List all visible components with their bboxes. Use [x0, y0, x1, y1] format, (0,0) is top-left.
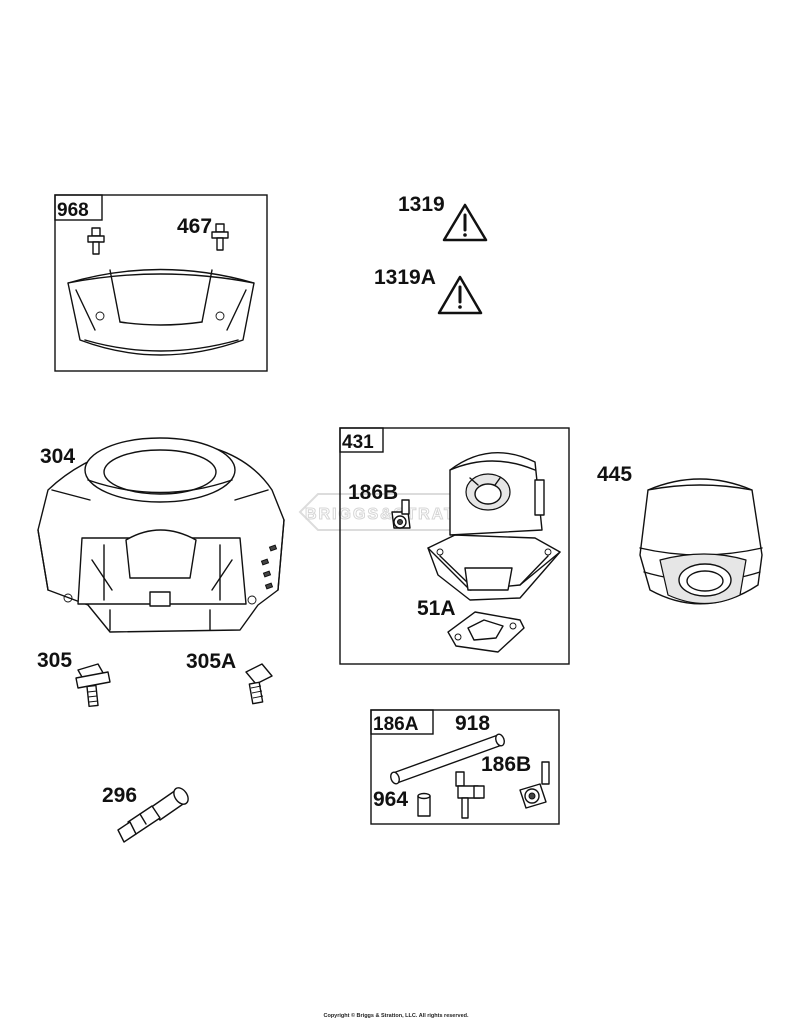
air-filter-445-icon [639, 478, 763, 605]
callout-tab-968 [54, 194, 103, 221]
callout-tab-186A [370, 709, 434, 735]
part-number-296: 296 [102, 784, 137, 807]
part-number-1319A: 1319A [374, 266, 436, 289]
part-number-51A: 51A [417, 597, 456, 620]
callout-box-186A [370, 709, 560, 825]
warning-label-1319-icon [442, 203, 488, 242]
copyright-notice: Copyright © Briggs & Stratton, LLC. All … [323, 1013, 469, 1019]
elbow-fitting-186B-b-icon [519, 761, 550, 809]
sleeve-964-icon [417, 792, 431, 817]
part-number-968: 968 [57, 200, 89, 221]
elbow-fitting-186B-icon [391, 499, 411, 529]
blower-housing-cover-icon [67, 268, 255, 356]
warning-label-1319A-icon [437, 275, 483, 315]
gasket-51A-icon [447, 611, 525, 653]
screw-467-left-icon [87, 227, 105, 255]
blower-housing-304-icon [37, 437, 285, 633]
part-number-186B-b: 186B [481, 753, 531, 776]
dipstick-tube-296-icon [117, 787, 189, 843]
part-number-304: 304 [40, 445, 75, 468]
part-number-186A: 186A [373, 714, 419, 735]
callout-tab-431 [339, 427, 384, 453]
callout-box-968 [54, 194, 268, 372]
part-number-918: 918 [455, 712, 490, 735]
part-number-964: 964 [373, 788, 408, 811]
callout-box-431 [339, 427, 570, 665]
part-number-305A: 305A [186, 650, 236, 673]
part-number-445: 445 [597, 463, 632, 486]
tee-fitting-icon [455, 771, 485, 819]
part-number-467: 467 [177, 215, 212, 238]
air-cleaner-base-431-icon [427, 452, 561, 601]
screw-467-right-icon [211, 223, 229, 251]
part-number-186B-a: 186B [348, 481, 398, 504]
part-number-1319: 1319 [398, 193, 445, 216]
part-number-431: 431 [342, 432, 374, 453]
part-number-305: 305 [37, 649, 72, 672]
bolt-305A-icon [245, 663, 273, 705]
breather-hose-918-icon [390, 733, 505, 785]
bolt-305-icon [75, 663, 111, 708]
